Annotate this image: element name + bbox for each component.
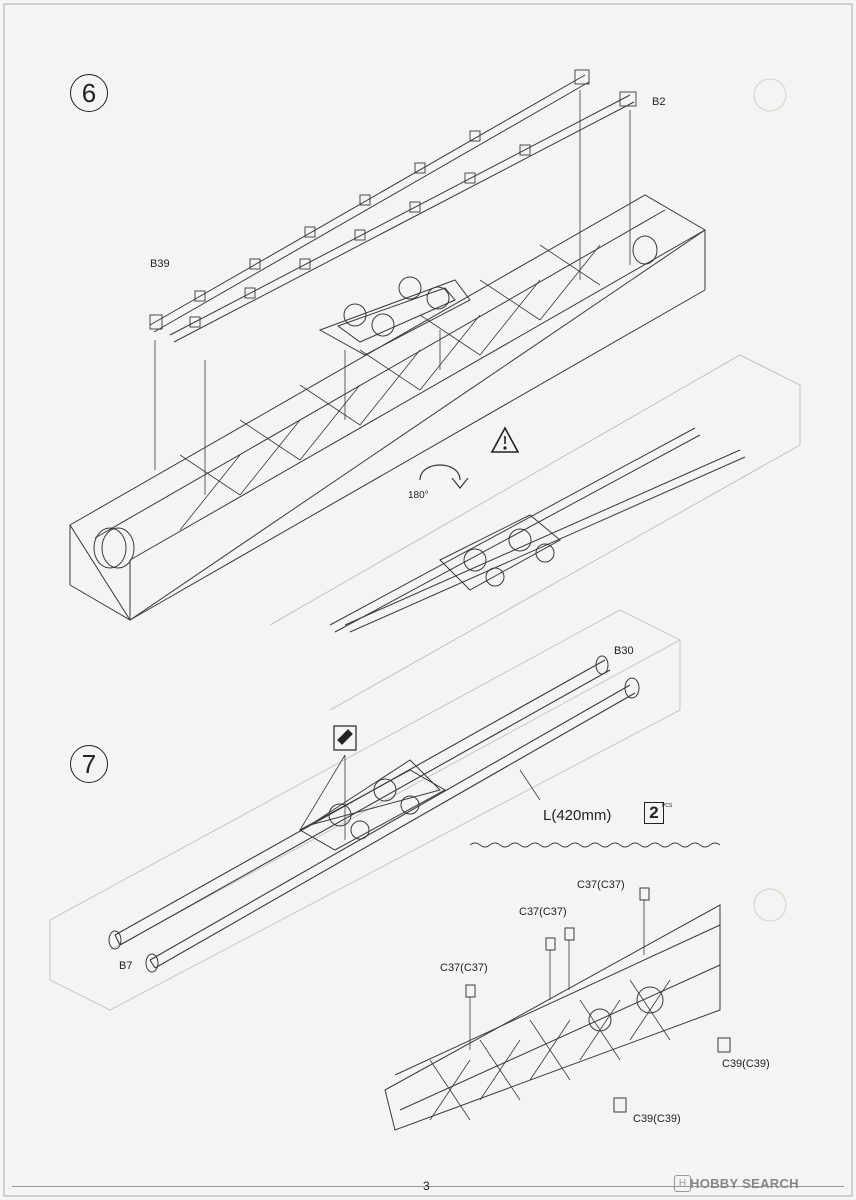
- part-label-b7: B7: [119, 960, 133, 972]
- part-c37-icons: [465, 887, 650, 998]
- page-number: 3: [423, 1179, 430, 1193]
- grease-icon: [333, 725, 357, 751]
- step8-drawing: [384, 887, 731, 1131]
- step6-drawing: [69, 69, 801, 711]
- part-label-b39: B39: [150, 258, 170, 270]
- step7-drawing: [49, 609, 721, 1011]
- warning-triangle-icon: [490, 426, 520, 453]
- part-label-c37-middle: C37(C37): [519, 906, 567, 918]
- pulley-b7-a: [108, 930, 122, 950]
- part-c39-icons: [613, 1037, 731, 1113]
- watermark-logo-icon: H: [674, 1175, 691, 1192]
- bleed-through-marks: [753, 78, 787, 922]
- boom-truss-step6: [69, 194, 706, 621]
- rail-b39: [149, 69, 590, 333]
- boom-underside-view: [269, 354, 801, 711]
- part-label-c39-right: C39(C39): [722, 1058, 770, 1070]
- part-label-b2: B2: [652, 96, 666, 108]
- rail-b2: [169, 91, 637, 343]
- step-number-7: 7: [70, 745, 108, 783]
- cord-quantity-box: 2: [644, 802, 664, 824]
- pulley-b30-b: [624, 677, 640, 699]
- pulley-b7-b: [145, 953, 159, 973]
- rotation-label: 180°: [408, 490, 429, 501]
- assembly-arrows-step6: [154, 90, 631, 495]
- rotate-180-icon: [419, 464, 469, 489]
- watermark-text: HOBBY SEARCH: [690, 1176, 799, 1191]
- step-number-6: 6: [70, 74, 108, 112]
- cord-quantity-suffix: PCS: [662, 803, 673, 809]
- part-label-c37-left: C37(C37): [440, 962, 488, 974]
- trolley-step6: [318, 276, 471, 356]
- cord-sample: [469, 842, 721, 848]
- part-label-b30: B30: [614, 645, 634, 657]
- footer-rule: [12, 1186, 844, 1187]
- part-label-c39-bottom: C39(C39): [633, 1113, 681, 1125]
- boom-flipped-step6: [329, 427, 746, 633]
- trolley-step7: [298, 759, 447, 851]
- part-label-c37-top: C37(C37): [577, 879, 625, 891]
- pulley-b30-a: [595, 655, 609, 675]
- boom-truss-step8: [384, 904, 721, 1131]
- cord-length-label: L(420mm): [543, 807, 612, 824]
